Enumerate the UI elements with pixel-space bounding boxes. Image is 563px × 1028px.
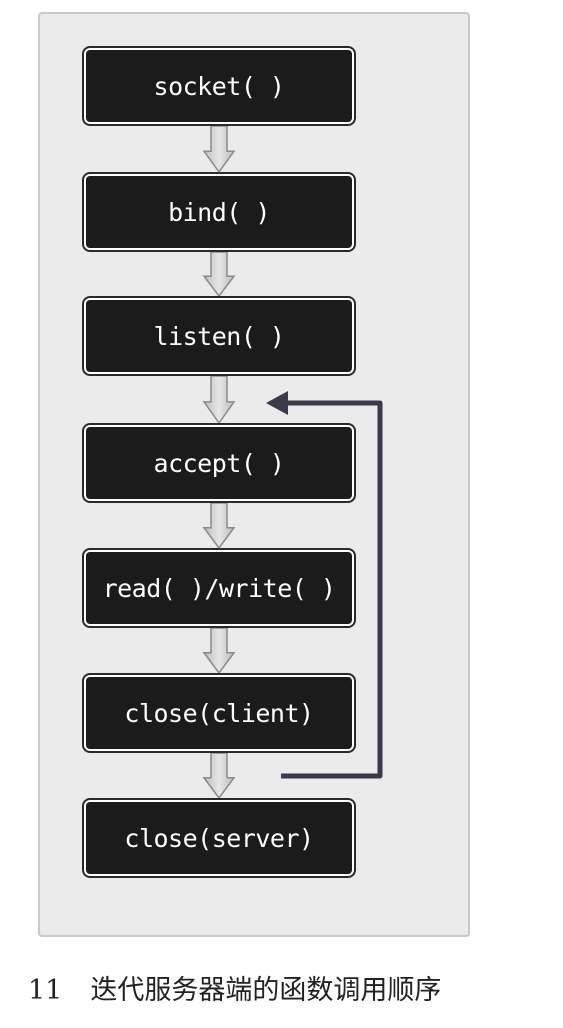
down-arrow — [202, 375, 236, 425]
step-close-client: close(client) — [84, 675, 354, 751]
step-accept: accept( ) — [84, 425, 354, 501]
step-label: read( )/write( ) — [102, 573, 336, 603]
down-arrow — [202, 752, 236, 800]
down-arrow — [202, 251, 236, 298]
step-label: listen( ) — [153, 321, 285, 351]
step-close-server: close(server) — [84, 800, 354, 876]
down-arrow — [202, 125, 236, 174]
down-arrow — [202, 627, 236, 675]
step-listen: listen( ) — [84, 298, 354, 374]
down-arrow — [202, 502, 236, 550]
figure-number: 11 — [28, 975, 63, 1006]
figure-caption: 11 迭代服务器端的函数调用顺序 — [28, 968, 441, 1007]
step-read-write: read( )/write( ) — [84, 550, 354, 626]
loop-back-arrow — [266, 391, 383, 779]
step-label: bind( ) — [168, 197, 270, 227]
step-bind: bind( ) — [84, 174, 354, 250]
step-socket: socket( ) — [84, 48, 354, 124]
step-label: accept( ) — [153, 448, 285, 478]
step-label: close(client) — [124, 698, 314, 728]
step-label: close(server) — [124, 823, 314, 853]
caption-text: 迭代服务器端的函数调用顺序 — [90, 975, 442, 1006]
step-label: socket( ) — [153, 71, 285, 101]
